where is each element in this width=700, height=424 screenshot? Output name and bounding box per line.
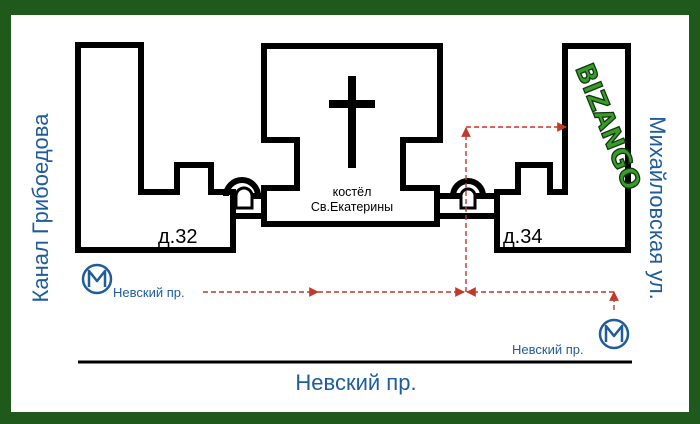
metro-icon-right xyxy=(598,318,630,350)
street-label-mikhailovskaya: Михайловская ул. xyxy=(645,116,670,300)
building-house-32 xyxy=(75,42,236,253)
church-label-line2: Св.Екатерины xyxy=(311,200,393,214)
house-label-34: д.34 xyxy=(503,226,542,248)
metro-label-left: Невский пр. xyxy=(113,285,185,300)
arch-connector-right xyxy=(437,178,497,219)
street-label-nevsky: Невский пр. xyxy=(295,370,416,395)
metro-label-right: Невский пр. xyxy=(512,342,584,357)
map-svg: костёл Св.Екатерины д.32 д.34 BIZANGO xyxy=(28,42,670,395)
arch-connector-left xyxy=(223,177,264,219)
house-label-32: д.32 xyxy=(158,226,197,248)
street-label-griboedov: Канал Грибоедова xyxy=(28,113,53,303)
church-label-line1: костёл xyxy=(333,185,372,199)
map-canvas: костёл Св.Екатерины д.32 д.34 BIZANGO xyxy=(11,15,689,412)
route-path xyxy=(203,122,619,310)
church-cross-icon xyxy=(329,76,375,168)
metro-icon-left xyxy=(81,263,113,295)
building-house-34 xyxy=(494,43,631,253)
